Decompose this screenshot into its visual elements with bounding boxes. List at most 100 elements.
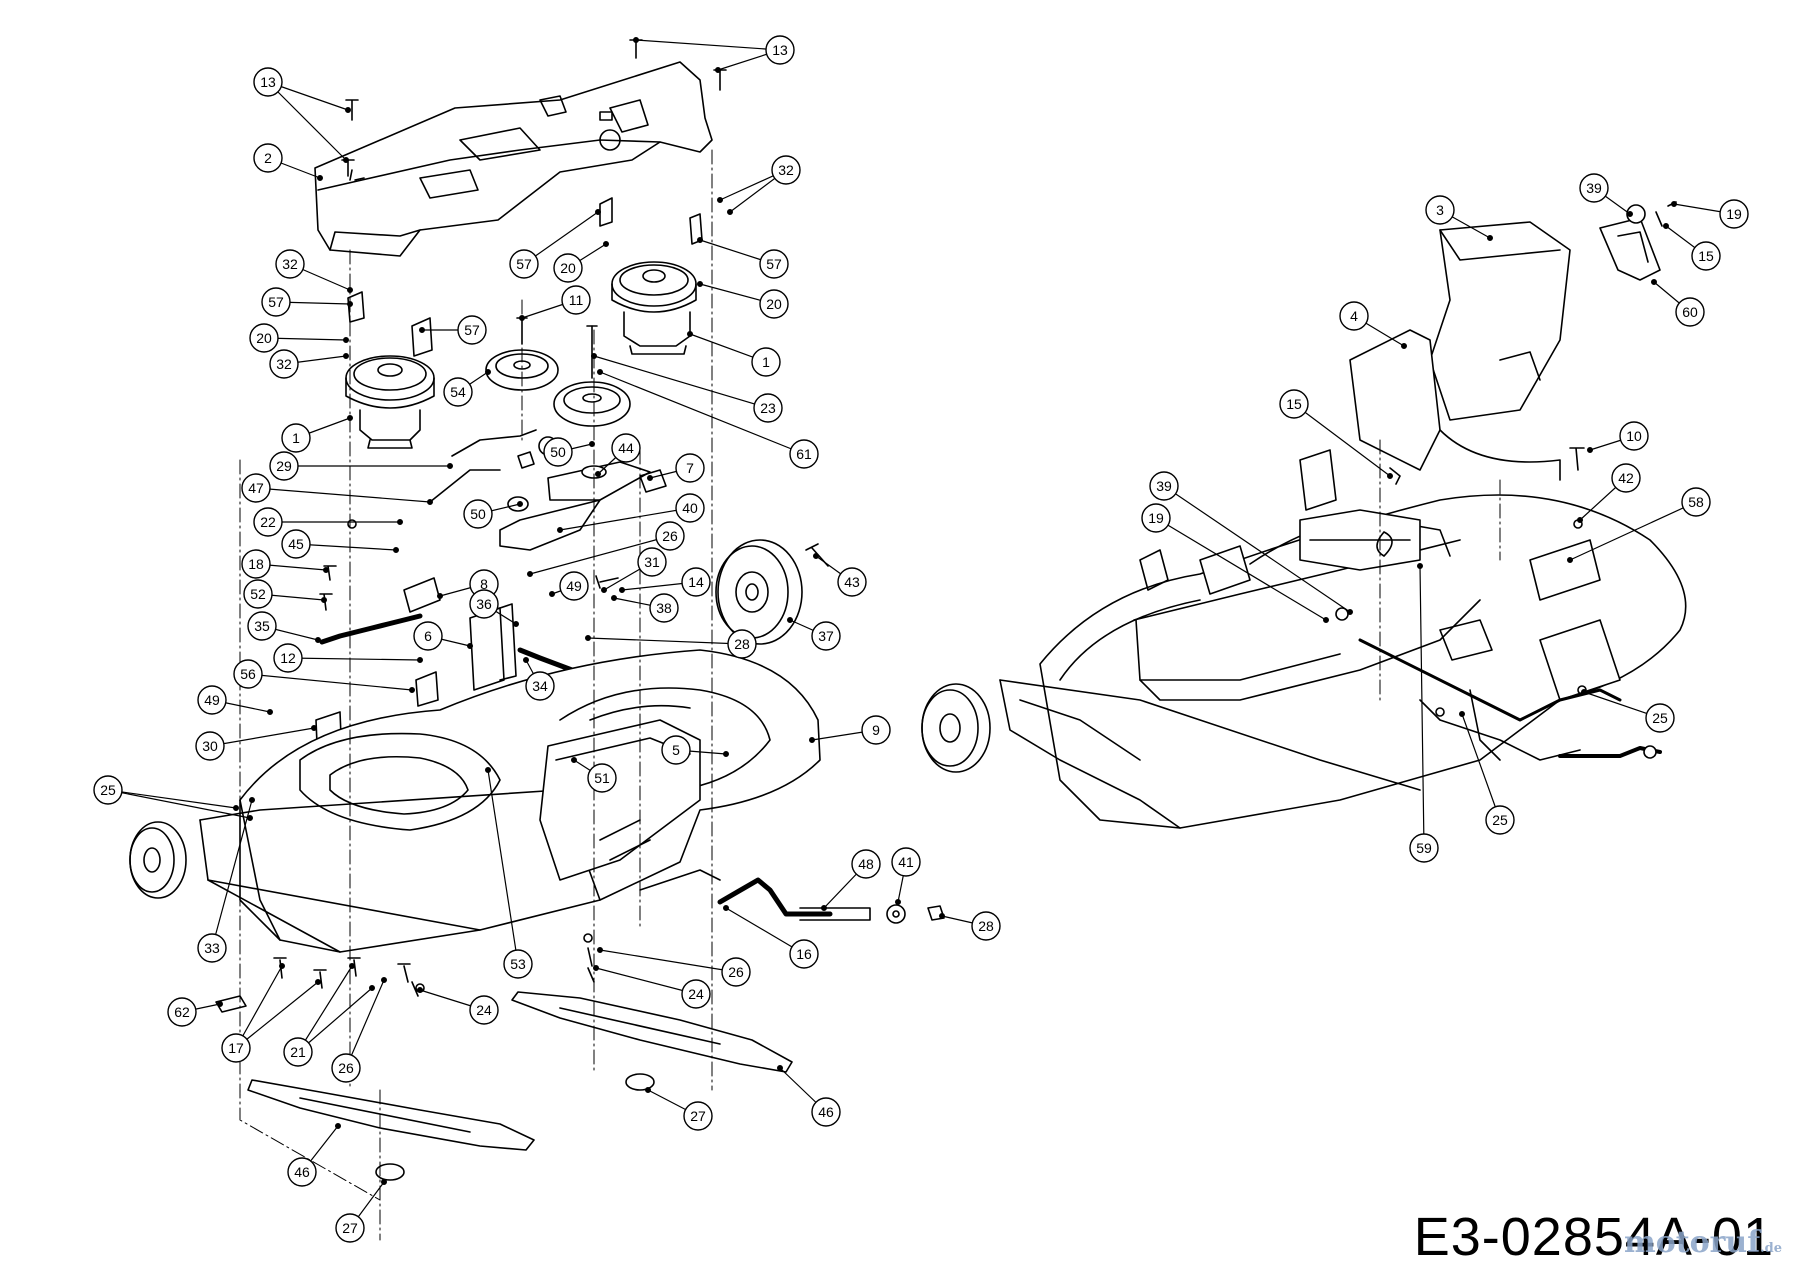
- callout-51: 51: [570, 756, 617, 793]
- callout-number: 33: [204, 940, 220, 956]
- callout-26: 26: [596, 946, 751, 987]
- callout-25: 25: [1459, 710, 1515, 835]
- callout-25: 25: [93, 775, 254, 821]
- callout-number: 32: [282, 256, 298, 272]
- leader-arrowhead: [1387, 472, 1394, 479]
- callout-4: 4: [1339, 301, 1408, 349]
- leader-arrowhead: [596, 946, 603, 953]
- leader-arrowhead: [516, 500, 523, 507]
- leader-arrowhead: [1347, 608, 1354, 615]
- callout-number: 46: [818, 1104, 834, 1120]
- callout-7: 7: [646, 453, 705, 483]
- alignment-lines-right: [1379, 439, 1501, 701]
- callout-circle: [221, 1033, 251, 1063]
- leader-arrowhead: [786, 616, 793, 623]
- callout-circle: [335, 1213, 365, 1243]
- callout-number: 45: [288, 536, 304, 552]
- callout-47: 47: [241, 473, 433, 505]
- callout-circle: [1645, 703, 1675, 733]
- callout-13: 13: [253, 67, 351, 164]
- leader-arrowhead: [602, 241, 609, 248]
- callout-31: 31: [600, 547, 667, 593]
- callout-circle: [269, 451, 299, 481]
- callout-circle: [649, 593, 679, 623]
- leader-arrowhead: [278, 962, 285, 969]
- callout-number: 59: [1416, 840, 1432, 856]
- callout-number: 15: [1286, 396, 1302, 412]
- leader-arrowhead: [722, 750, 729, 757]
- callout-32: 32: [269, 349, 349, 379]
- right-assembled-view: [921, 201, 1687, 829]
- callout-44: 44: [594, 433, 641, 477]
- callout-number: 19: [1726, 206, 1742, 222]
- leader-line: [297, 965, 353, 1053]
- callout-number: 36: [476, 596, 492, 612]
- callout-circle: [891, 847, 921, 877]
- callout-circle: [463, 499, 493, 529]
- callout-circle: [281, 423, 311, 453]
- leader-arrowhead: [584, 634, 591, 641]
- callout-circle: [167, 997, 197, 1027]
- callout-number: 57: [766, 256, 782, 272]
- leader-arrowhead: [646, 474, 653, 481]
- callout-number: 24: [476, 1002, 492, 1018]
- callout-circle: [249, 323, 279, 353]
- leader-arrowhead: [1577, 516, 1584, 523]
- idler-pulley-part: [485, 317, 631, 427]
- callout-circle: [753, 393, 783, 423]
- leader-arrowhead: [266, 708, 273, 715]
- callout-number: 35: [254, 618, 270, 634]
- callout-46: 46: [776, 1065, 841, 1127]
- callout-5: 5: [661, 735, 729, 765]
- leader-arrowhead: [610, 594, 617, 601]
- callout-circle: [1141, 503, 1171, 533]
- leader-arrowhead: [342, 157, 349, 164]
- leader-line: [587, 637, 743, 645]
- callout-number: 27: [342, 1220, 358, 1236]
- leader-line: [267, 81, 347, 161]
- callout-circle: [283, 1037, 313, 1067]
- callout-circle: [1279, 389, 1309, 419]
- leader-line: [295, 543, 397, 551]
- leader-arrowhead: [1459, 710, 1466, 717]
- lift-linkage-part: [1358, 638, 1662, 761]
- callout-circle: [681, 979, 711, 1009]
- callout-number: 1: [292, 430, 300, 446]
- leader-arrowhead: [380, 976, 387, 983]
- callout-circle: [543, 437, 573, 467]
- leader-arrowhead: [247, 814, 254, 821]
- leader-line: [559, 507, 691, 531]
- callout-12: 12: [273, 643, 423, 673]
- leader-arrowhead: [714, 67, 721, 74]
- leader-arrowhead: [346, 286, 353, 293]
- leader-arrowhead: [446, 462, 453, 469]
- callout-46: 46: [287, 1123, 341, 1187]
- leader-arrowhead: [894, 898, 901, 905]
- callout-number: 24: [688, 986, 704, 1002]
- leader-arrowhead: [418, 326, 425, 333]
- leader-arrowhead: [342, 336, 349, 343]
- callout-number: 25: [1652, 710, 1668, 726]
- callout-circle: [1579, 173, 1609, 203]
- callout-16: 16: [722, 904, 819, 969]
- leader-line: [1163, 485, 1351, 613]
- discharge-chute-part: [1349, 221, 1571, 481]
- leader-arrowhead: [820, 904, 827, 911]
- leader-arrowhead: [426, 498, 433, 505]
- callout-50: 50: [543, 437, 595, 467]
- callout-number: 44: [618, 440, 634, 456]
- callout-circle: [1675, 297, 1705, 327]
- callout-number: 26: [662, 528, 678, 544]
- callout-20: 20: [696, 280, 789, 319]
- callout-23: 23: [590, 352, 783, 423]
- callout-circle: [561, 285, 591, 315]
- callout-number: 20: [766, 296, 782, 312]
- leader-arrowhead: [466, 642, 473, 649]
- callout-3: 3: [1425, 195, 1494, 242]
- callout-number: 23: [760, 400, 776, 416]
- leader-arrowhead: [416, 986, 423, 993]
- leader-line: [247, 673, 413, 691]
- leader-arrowhead: [484, 368, 491, 375]
- leader-arrowhead: [249, 796, 256, 803]
